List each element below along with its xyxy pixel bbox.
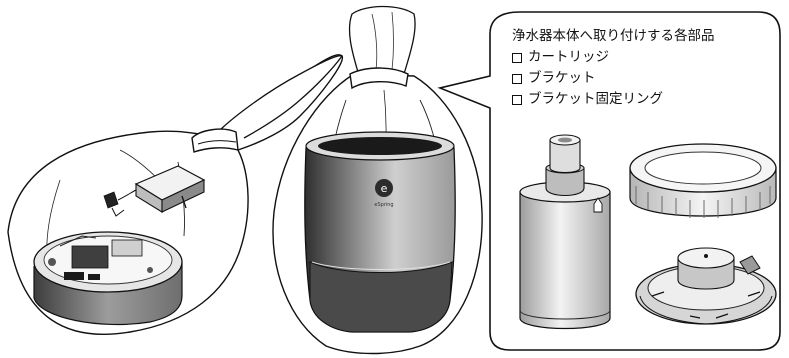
cartridge [519,134,611,330]
checkbox-icon [512,73,522,84]
parts-list: 浄水器本体へ取り付けする各部品 カートリッジ ブラケット ブラケット固定リング [512,26,784,110]
base-unit [33,231,183,326]
bag-with-base-and-adapter [7,54,343,336]
checkbox-icon [512,52,522,63]
parts-list-item-label: ブラケット固定リング [528,91,663,107]
parts-callout-bubble [437,11,781,351]
bag-with-purifier: e eSpring [272,5,483,355]
checkbox-icon [512,94,522,105]
left-bag-wing [217,55,343,139]
ac-adapter [103,165,206,217]
logo-text: eSpring [374,202,393,208]
parts-list-heading: 浄水器本体へ取り付けする各部品 [512,28,715,44]
logo-letter: e [381,182,388,195]
parts-list-item-bracket-ring: ブラケット固定リング [512,89,784,110]
parts-list-item-cartridge: カートリッジ [512,47,784,68]
middle-bag-tie [349,67,409,90]
bracket-fixing-ring [629,143,777,218]
middle-bag-outline [272,73,483,355]
left-bag-outline [7,54,343,336]
parts-list-item-bracket: ブラケット [512,68,784,89]
water-purifier: e eSpring [304,131,456,333]
parts-list-item-label: ブラケット [528,70,596,86]
parts-list-item-label: カートリッジ [528,49,609,65]
bracket [635,247,777,325]
espring-logo-icon [375,179,393,197]
middle-bag-neck [348,5,416,75]
